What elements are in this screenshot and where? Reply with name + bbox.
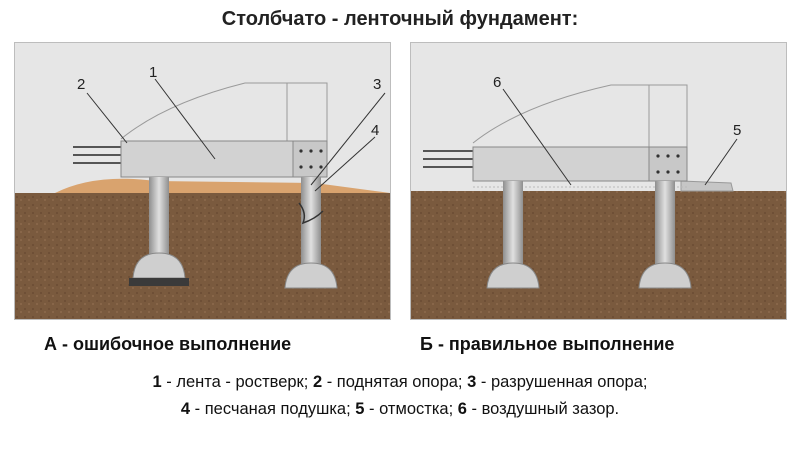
rebar-lines bbox=[73, 146, 121, 164]
label-3: 3 bbox=[373, 76, 381, 93]
label-4: 4 bbox=[371, 122, 379, 139]
diagram-title: Столбчато - ленточный фундамент: bbox=[221, 8, 579, 30]
rebar-lines bbox=[423, 150, 473, 168]
raised-pile bbox=[149, 177, 169, 267]
caption-correct: Б - правильное выполнение bbox=[420, 334, 675, 354]
label-1: 1 bbox=[149, 64, 157, 81]
left-pile bbox=[503, 181, 523, 277]
caption-wrong: А - ошибочное выполнение bbox=[44, 334, 292, 354]
legend-text: - воздушный зазор. bbox=[466, 400, 620, 418]
legend-num: 3 bbox=[467, 373, 477, 391]
panel-b-illustration: 6 5 bbox=[411, 74, 786, 319]
legend-num: 2 bbox=[312, 373, 323, 391]
label-6: 6 bbox=[493, 74, 501, 91]
panel-a-wrong-construction: 1 2 3 4 bbox=[14, 42, 391, 320]
label-2: 2 bbox=[77, 76, 85, 93]
soil-ground bbox=[15, 193, 390, 319]
legend-text: - песчаная подушка; bbox=[190, 400, 356, 418]
legend-line-2: 4 - песчаная подушка; 5 - отмостка; 6 - … bbox=[0, 400, 800, 419]
legend-num: 1 bbox=[152, 373, 162, 391]
broken-pile bbox=[301, 177, 321, 277]
legend-num: 6 bbox=[457, 400, 467, 418]
label-5: 5 bbox=[733, 122, 741, 139]
sand-cushion bbox=[15, 178, 390, 193]
legend-text: - разрушенная опора; bbox=[476, 373, 648, 391]
panel-a-illustration: 1 2 3 4 bbox=[15, 64, 390, 319]
house-outline bbox=[472, 84, 688, 147]
legend-num: 5 bbox=[355, 400, 365, 418]
legend-num: 4 bbox=[180, 400, 191, 418]
legend-text: - отмостка; bbox=[364, 400, 458, 418]
legend-text: - поднятая опора; bbox=[322, 373, 468, 391]
legend-text: - лента - ростверк; bbox=[161, 373, 313, 391]
soil-ground bbox=[411, 191, 786, 319]
right-pile bbox=[655, 181, 675, 277]
panel-b-correct-construction: 6 5 bbox=[410, 42, 787, 320]
house-outline bbox=[120, 82, 328, 141]
blind-area bbox=[680, 180, 734, 192]
legend-line-1: 1 - лента - ростверк; 2 - поднятая опора… bbox=[0, 373, 800, 392]
